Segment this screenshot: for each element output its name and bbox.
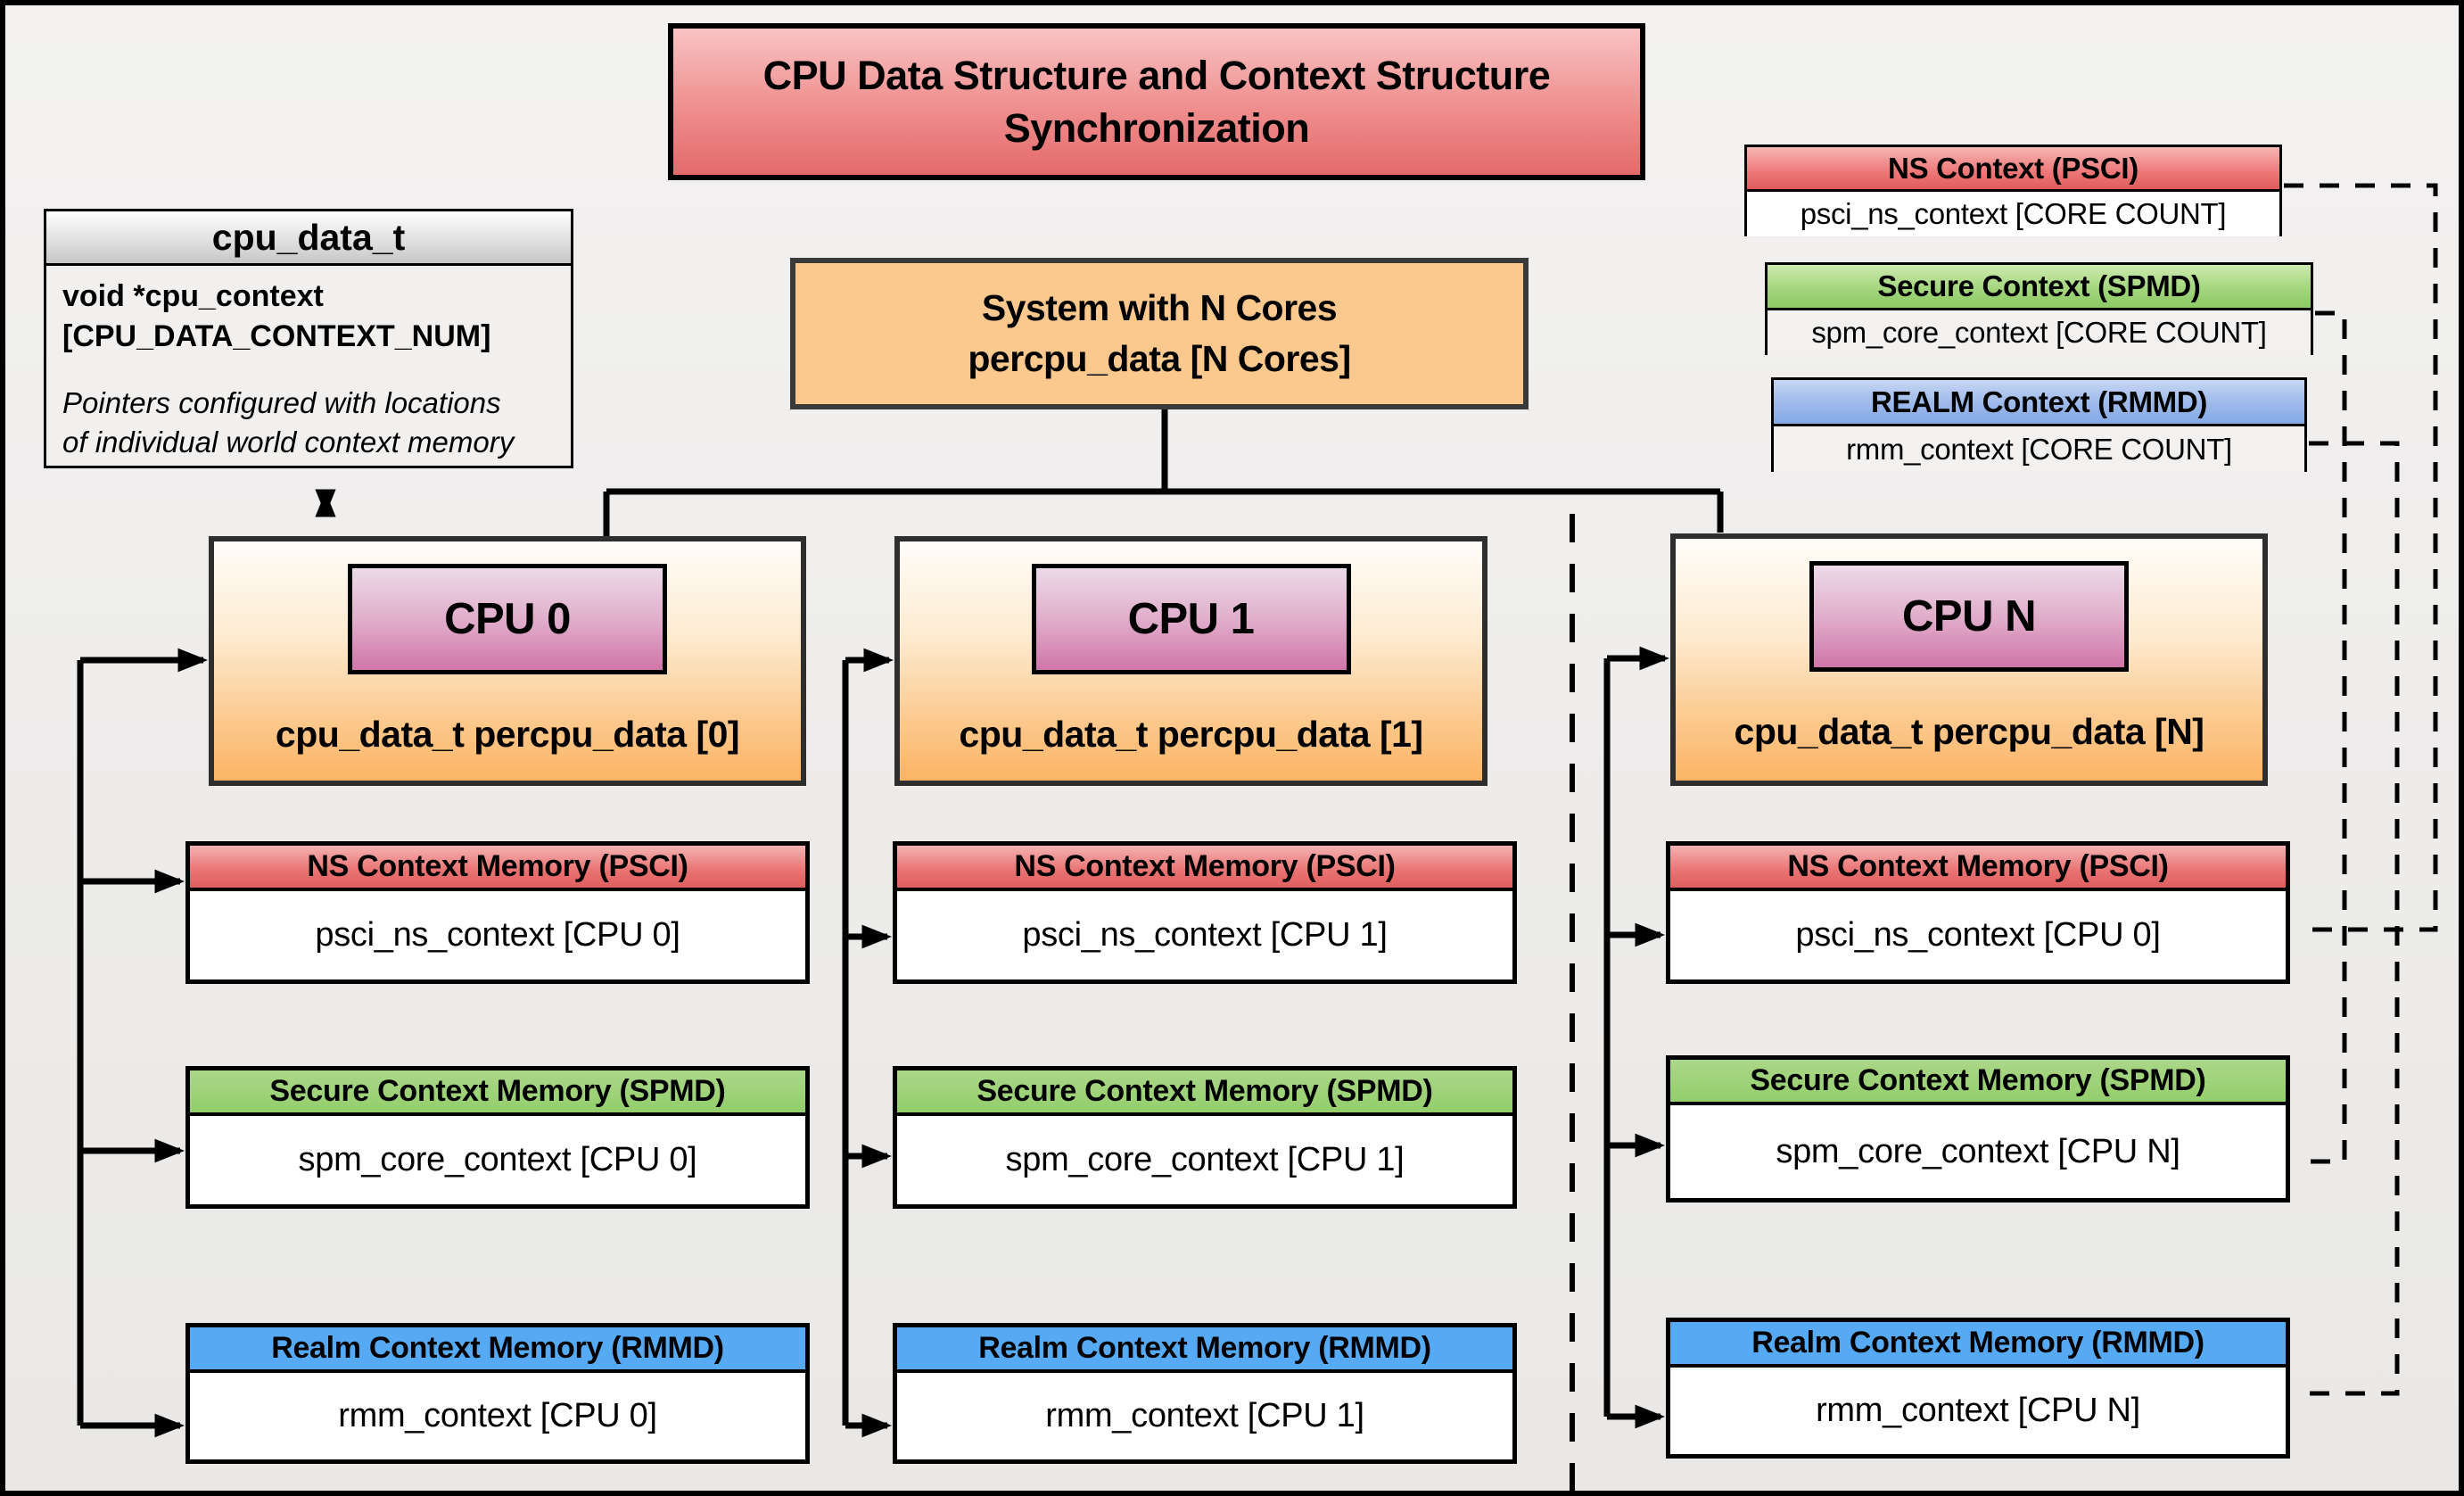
legend-secure-context: Secure Context (SPMD) spm_core_context [… (1765, 262, 2313, 355)
realm-legend-link-dashed (2299, 441, 2400, 1396)
cpu0-data-field: cpu_data_t percpu_data [0] (275, 714, 740, 755)
struct-field-line-2: [CPU_DATA_CONTEXT_NUM] (62, 318, 491, 353)
legend-realm-context: REALM Context (RMMD) rmm_context [CORE C… (1771, 377, 2307, 472)
cpu1-realm-body: rmm_context [CPU 1] (897, 1373, 1512, 1459)
legend-realm-body: rmm_context [CORE COUNT] (1774, 426, 2304, 472)
cpu0-ns-header: NS Context Memory (PSCI) (190, 846, 805, 891)
legend-ns-context: NS Context (PSCI) psci_ns_context [CORE … (1744, 145, 2282, 236)
cpu0-secure-header: Secure Context Memory (SPMD) (190, 1070, 805, 1116)
system-box: System with N Cores percpu_data [N Cores… (790, 258, 1529, 409)
cpu0-realm-header: Realm Context Memory (RMMD) (190, 1327, 805, 1373)
cpu0-label: CPU 0 (348, 564, 667, 674)
cpu1-main-box: CPU 1 cpu_data_t percpu_data [1] (894, 536, 1487, 786)
legend-ns-body: psci_ns_context [CORE COUNT] (1747, 192, 2279, 236)
cpu1-ns-body: psci_ns_context [CPU 1] (897, 891, 1512, 979)
cpun-ns-context-box: NS Context Memory (PSCI) psci_ns_context… (1666, 841, 2290, 984)
cpu0-main-box: CPU 0 cpu_data_t percpu_data [0] (209, 536, 806, 786)
secure-legend-link-dashed (2299, 310, 2347, 1164)
system-line-1: System with N Cores (981, 286, 1338, 328)
cpun-ns-header: NS Context Memory (PSCI) (1670, 846, 2286, 891)
cpu1-ns-context-box: NS Context Memory (PSCI) psci_ns_context… (893, 841, 1517, 984)
legend-secure-header: Secure Context (SPMD) (1768, 265, 2311, 310)
struct-note-line-1: Pointers configured with locations (62, 385, 501, 419)
cpun-main-box: CPU N cpu_data_t percpu_data [N] (1670, 533, 2268, 786)
cpun-data-field: cpu_data_t percpu_data [N] (1734, 711, 2204, 752)
cpu0-ns-context-box: NS Context Memory (PSCI) psci_ns_context… (185, 841, 810, 984)
title-line-2: Synchronization (1003, 105, 1310, 151)
cpu0-realm-body: rmm_context [CPU 0] (190, 1373, 805, 1459)
cpu1-secure-body: spm_core_context [CPU 1] (897, 1116, 1512, 1204)
cpu-data-struct-box: cpu_data_t void *cpu_context [CPU_DATA_C… (44, 209, 573, 468)
cpu0-realm-context-box: Realm Context Memory (RMMD) rmm_context … (185, 1323, 810, 1464)
cpu-data-struct-header: cpu_data_t (46, 211, 571, 266)
cpu0-secure-context-box: Secure Context Memory (SPMD) spm_core_co… (185, 1066, 810, 1209)
struct-note-line-2: of individual world context memory (62, 425, 515, 459)
cpu0-ns-body: psci_ns_context [CPU 0] (190, 891, 805, 979)
cpu0-secure-body: spm_core_context [CPU 0] (190, 1116, 805, 1204)
ns-legend-link-dashed (2284, 183, 2438, 932)
cpu1-data-field: cpu_data_t percpu_data [1] (959, 714, 1423, 755)
cpu1-secure-header: Secure Context Memory (SPMD) (897, 1070, 1512, 1116)
cpun-secure-body: spm_core_context [CPU N] (1670, 1105, 2286, 1198)
cpun-realm-context-box: Realm Context Memory (RMMD) rmm_context … (1666, 1318, 2290, 1459)
system-line-2: percpu_data [N Cores] (968, 338, 1351, 379)
legend-ns-header: NS Context (PSCI) (1747, 147, 2279, 192)
struct-field-line-1: void *cpu_context (62, 279, 324, 313)
cpu1-secure-context-box: Secure Context Memory (SPMD) spm_core_co… (893, 1066, 1517, 1209)
cpun-realm-header: Realm Context Memory (RMMD) (1670, 1322, 2286, 1368)
diagram-title: CPU Data Structure and Context Structure… (668, 23, 1645, 180)
cpu1-realm-context-box: Realm Context Memory (RMMD) rmm_context … (893, 1323, 1517, 1464)
connector-lines (77, 183, 2438, 1491)
title-line-1: CPU Data Structure and Context Structure (762, 52, 1551, 98)
cpun-label: CPU N (1809, 561, 2129, 672)
cpun-secure-context-box: Secure Context Memory (SPMD) spm_core_co… (1666, 1055, 2290, 1203)
cpu-data-struct-body: void *cpu_context [CPU_DATA_CONTEXT_NUM]… (46, 266, 571, 462)
cpu1-ns-header: NS Context Memory (PSCI) (897, 846, 1512, 891)
legend-secure-body: spm_core_context [CORE COUNT] (1768, 310, 2311, 355)
cpun-secure-header: Secure Context Memory (SPMD) (1670, 1060, 2286, 1105)
cpu1-label: CPU 1 (1031, 564, 1351, 674)
cpu1-realm-header: Realm Context Memory (RMMD) (897, 1327, 1512, 1373)
cpun-ns-body: psci_ns_context [CPU 0] (1670, 891, 2286, 979)
legend-realm-header: REALM Context (RMMD) (1774, 380, 2304, 426)
cpun-realm-body: rmm_context [CPU N] (1670, 1368, 2286, 1454)
system-to-cpus-connector (603, 409, 1724, 536)
